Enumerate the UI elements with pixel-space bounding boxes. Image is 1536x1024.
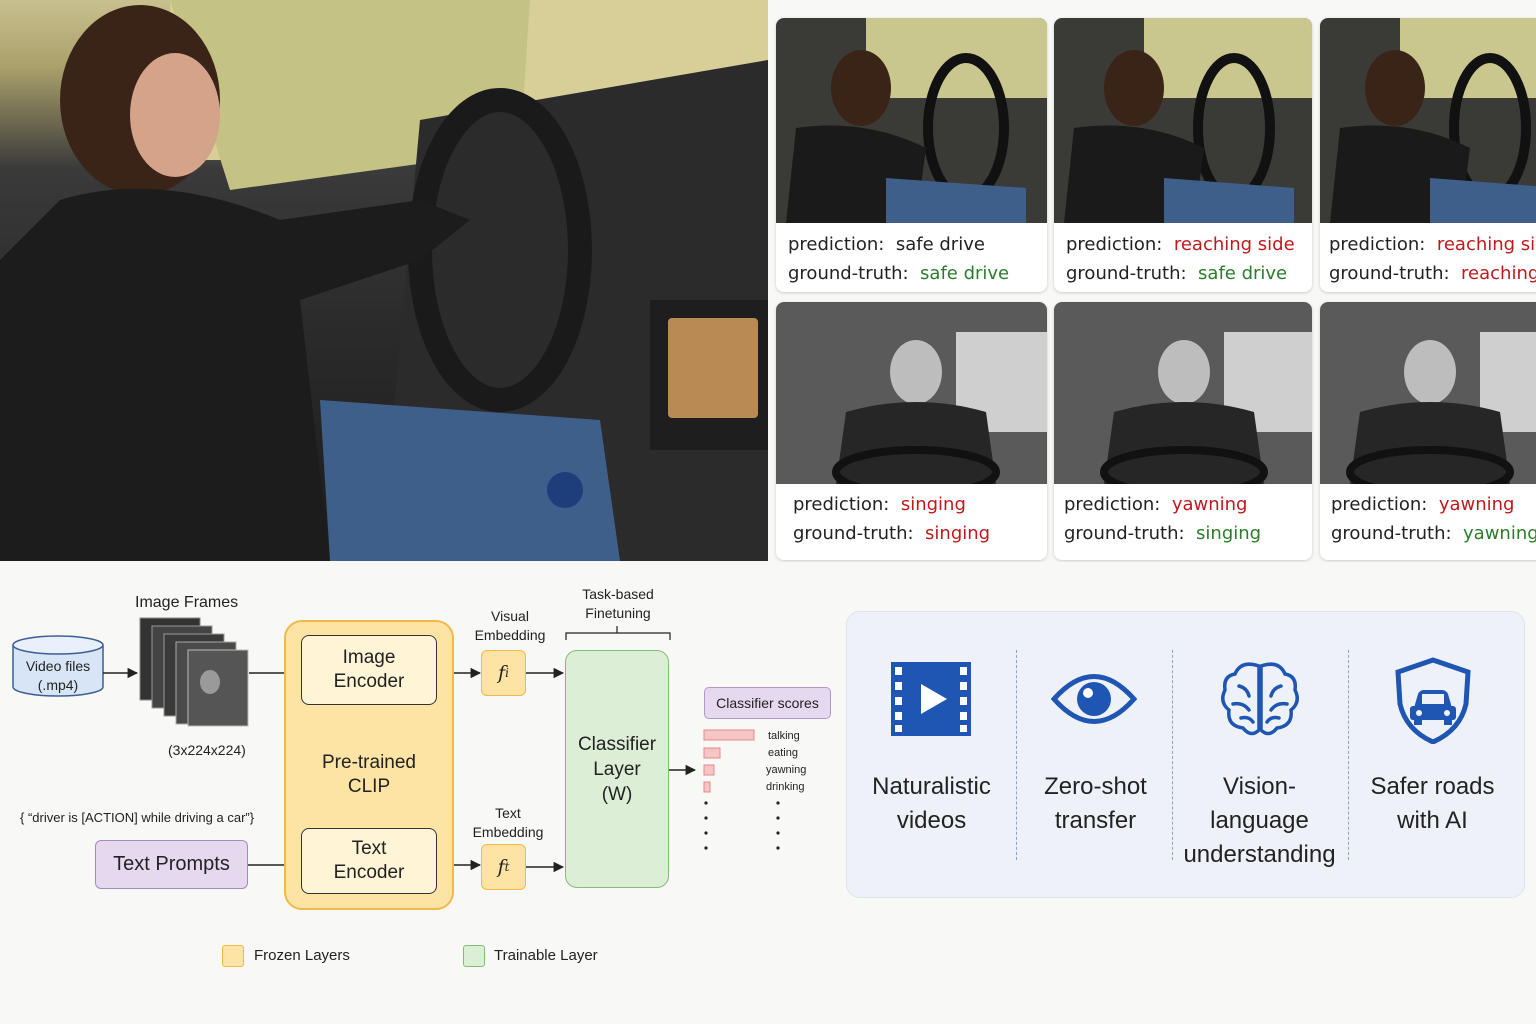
feature-zero-shot: Zero-shot transfer xyxy=(1013,612,1178,897)
score-label: yawning xyxy=(766,764,807,776)
prediction-card: prediction: singing ground-truth: singin… xyxy=(776,302,1047,560)
features-panel: Naturalistic videos Zero-shot transfer V… xyxy=(846,611,1525,898)
prediction-value: safe drive xyxy=(895,234,985,255)
prediction-value: yawning xyxy=(1438,494,1515,515)
prediction-line: prediction: yawning xyxy=(1331,494,1515,515)
diagram-connectors xyxy=(12,617,780,873)
prompt-template: { “driver is [ACTION] while driving a ca… xyxy=(20,810,255,825)
feature-label: Zero-shot transfer xyxy=(1044,773,1147,834)
feature-safer-roads: Safer roads with AI xyxy=(1350,612,1515,897)
feature-vision-language: Vision-language understanding xyxy=(1177,612,1342,897)
prediction-card: prediction: yawning ground-truth: singin… xyxy=(1054,302,1312,560)
text-embedding-label: Text Embedding xyxy=(472,805,544,840)
frame-image xyxy=(1054,302,1312,484)
feature-divider xyxy=(1348,650,1349,860)
legend-frozen-label: Frozen Layers xyxy=(254,947,350,964)
frame-image xyxy=(1320,18,1536,223)
frame-image xyxy=(776,302,1047,484)
prediction-value: singing xyxy=(900,494,966,515)
prediction-line: prediction: reaching side xyxy=(1066,234,1295,255)
task-finetuning-label: Task-based Finetuning xyxy=(582,586,654,621)
ground-truth-line: ground-truth: safe drive xyxy=(1066,263,1288,284)
eye-icon xyxy=(1051,674,1137,724)
legend-swatch-frozen xyxy=(222,945,244,967)
score-label: drinking xyxy=(766,781,805,793)
feature-label: Vision-language understanding xyxy=(1183,773,1336,868)
image-frames-title: Image Frames xyxy=(135,594,239,611)
feature-divider xyxy=(1172,650,1173,860)
video-files-label: Video files (.mp4) xyxy=(25,658,91,693)
pretrained-clip-label: Pre-trained CLIP xyxy=(322,752,416,797)
frame-image xyxy=(776,18,1047,223)
visual-embedding-label: Visual Embedding xyxy=(474,608,546,643)
image-frames-stack xyxy=(139,617,249,727)
hero-photo-driver xyxy=(0,0,768,561)
ground-truth-value: safe drive xyxy=(1198,263,1288,284)
score-label: talking xyxy=(768,730,800,742)
prediction-card: prediction: yawning ground-truth: yawnin… xyxy=(1320,302,1536,560)
ground-truth-line: ground-truth: singing xyxy=(793,523,991,544)
text-encoder-block: Text Encoder xyxy=(301,828,437,894)
brain-icon xyxy=(1221,662,1299,736)
frame-image xyxy=(1320,302,1536,484)
legend-swatch-trainable xyxy=(463,945,485,967)
prediction-line: prediction: reaching side xyxy=(1329,230,1536,259)
feature-label: Safer roads with AI xyxy=(1370,773,1495,834)
text-prompts-block: Text Prompts xyxy=(95,840,248,889)
prediction-value: yawning xyxy=(1171,494,1248,515)
feature-naturalistic-videos: Naturalistic videos xyxy=(849,612,1014,897)
video-film-icon xyxy=(891,662,971,736)
ground-truth-line: ground-truth: singing xyxy=(1064,523,1262,544)
shield-car-icon xyxy=(1395,657,1471,744)
prediction-line: prediction: singing xyxy=(793,494,966,515)
prediction-panels: prediction: safe drive ground-truth: saf… xyxy=(772,14,1536,562)
video-files-cylinder xyxy=(12,635,104,697)
image-encoder-block: Image Encoder xyxy=(301,635,437,705)
ground-truth-value: safe drive xyxy=(920,263,1010,284)
score-label: eating xyxy=(768,747,798,759)
legend-trainable-label: Trainable Layer xyxy=(494,947,598,964)
frame-image xyxy=(1054,18,1312,223)
ground-truth-line: ground-truth: yawning xyxy=(1331,519,1536,548)
ground-truth-value: yawning xyxy=(1463,523,1536,544)
ground-truth-value: singing xyxy=(1196,523,1262,544)
ground-truth-value: singing xyxy=(925,523,991,544)
ellipsis-dots xyxy=(704,801,780,850)
feature-label: Naturalistic videos xyxy=(872,773,991,834)
prediction-line: prediction: yawning xyxy=(1064,494,1248,515)
classifier-scores-label: Classifier scores xyxy=(704,687,831,719)
ground-truth-value: reaching side xyxy=(1461,263,1536,284)
classifier-layer-block: Classifier Layer (W) xyxy=(565,650,669,888)
prediction-value: reaching side xyxy=(1436,234,1536,255)
ground-truth-line: ground-truth: reaching side xyxy=(1329,259,1536,288)
ground-truth-line: ground-truth: safe drive xyxy=(788,263,1010,284)
score-bars xyxy=(703,729,755,793)
frames-dimension: (3x224x224) xyxy=(168,742,246,758)
prediction-line: prediction: safe drive xyxy=(788,234,985,255)
prediction-card: prediction: reaching side ground-truth: … xyxy=(1054,18,1312,292)
feature-divider xyxy=(1016,650,1017,860)
prediction-card: prediction: safe drive ground-truth: saf… xyxy=(776,18,1047,292)
architecture-diagram: Video files (.mp4) Image Frames (3x224x2… xyxy=(0,570,840,1010)
prediction-value: reaching side xyxy=(1173,234,1295,255)
prediction-card: prediction: reaching side ground-truth: … xyxy=(1320,18,1536,292)
